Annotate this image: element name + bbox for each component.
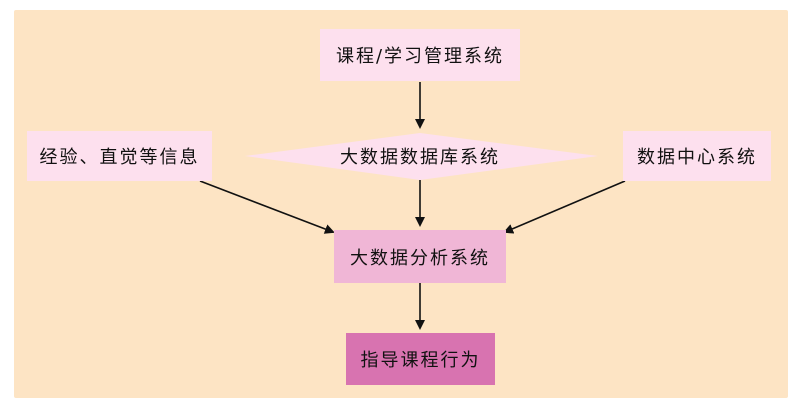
guide-course-behavior-label: 指导课程行为 [360,350,481,371]
big-data-database-label: 大数据数据库系统 [340,147,500,168]
course-learning-management-label: 课程/学习管理系统 [335,46,505,67]
guide-course-behavior-node: 指导课程行为 [346,333,495,385]
big-data-analysis-node: 大数据分析系统 [334,230,506,283]
database-diamond-shape [245,133,598,180]
big-data-database-node: 大数据数据库系统 [320,140,520,172]
data-center-label: 数据中心系统 [637,147,757,168]
experience-intuition-node: 经验、直觉等信息 [27,131,212,181]
data-center-node: 数据中心系统 [623,131,771,181]
experience-intuition-label: 经验、直觉等信息 [39,147,200,168]
arrow-experience-to-analysis [199,180,335,234]
arrow-datacenter-to-analysis [503,180,626,234]
course-learning-management-node: 课程/学习管理系统 [320,29,520,81]
big-data-analysis-label: 大数据分析系统 [350,247,490,269]
